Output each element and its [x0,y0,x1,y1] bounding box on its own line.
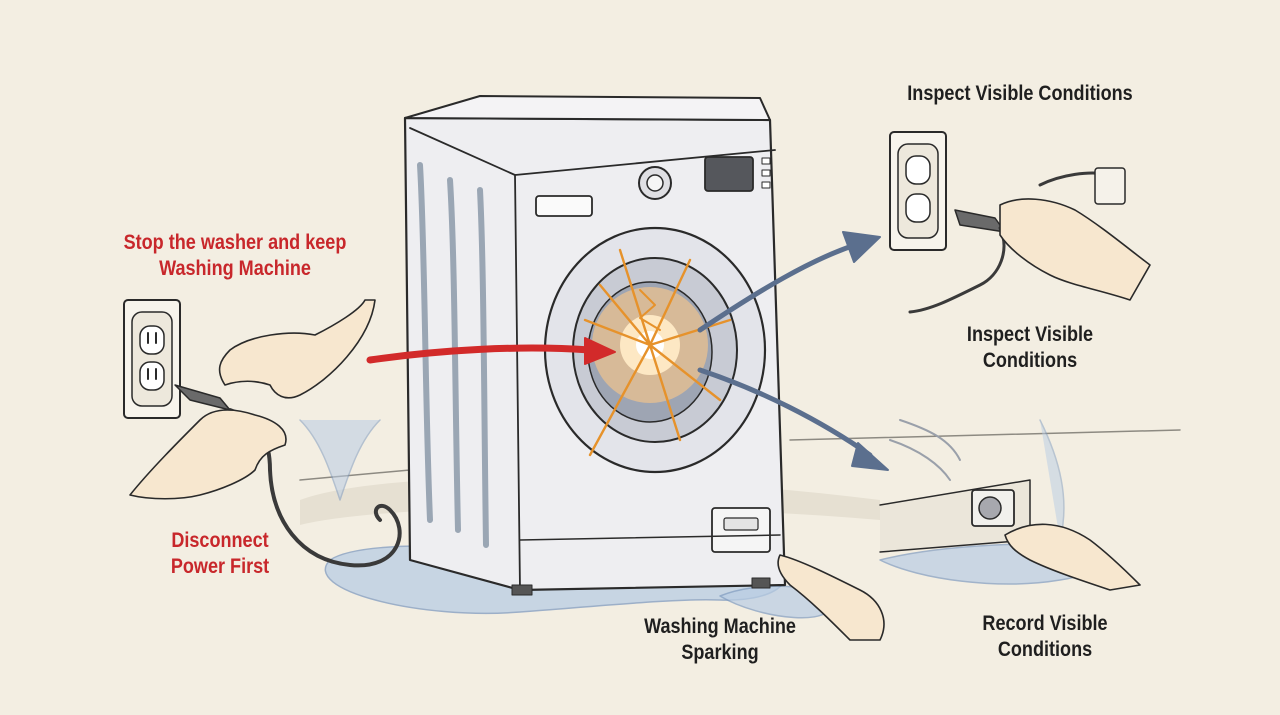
inspect-mid-label: Inspect Visible Conditions [940,322,1121,374]
sparking-line2: Sparking [681,641,759,664]
hand-icon [777,523,1141,641]
disconnect-power-label: Disconnect Power First [151,528,289,580]
record-line2: Conditions [997,638,1093,661]
sparking-label: Washing Machine Sparking [625,614,814,666]
stop-washer-line2: Washing Machine [159,257,311,280]
inspect-mid-line2: Conditions [982,349,1078,372]
stop-washer-line1: Stop the washer and keep [123,231,347,254]
disconnect-power-line2: Power First [170,555,270,578]
hand-icon [999,198,1151,301]
spark-icon [583,248,732,457]
inspect-mid-line1: Inspect Visible [966,323,1094,346]
arrow-icon [366,231,889,471]
wall-outlet-icon [123,299,181,419]
sparking-line1: Washing Machine [644,615,796,638]
inspect-top-label: Inspect Visible Conditions [882,81,1157,107]
inspect-top-text: Inspect Visible Conditions [907,82,1133,105]
record-label: Record Visible Conditions [955,611,1136,663]
hand-icon [129,299,376,500]
wall-outlet-icon [889,131,1126,314]
stop-washer-label: Stop the washer and keep Washing Machine [102,230,369,282]
washer-side-panel [879,419,1031,553]
disconnect-power-line1: Disconnect [171,529,269,552]
record-line1: Record Visible [982,612,1108,635]
